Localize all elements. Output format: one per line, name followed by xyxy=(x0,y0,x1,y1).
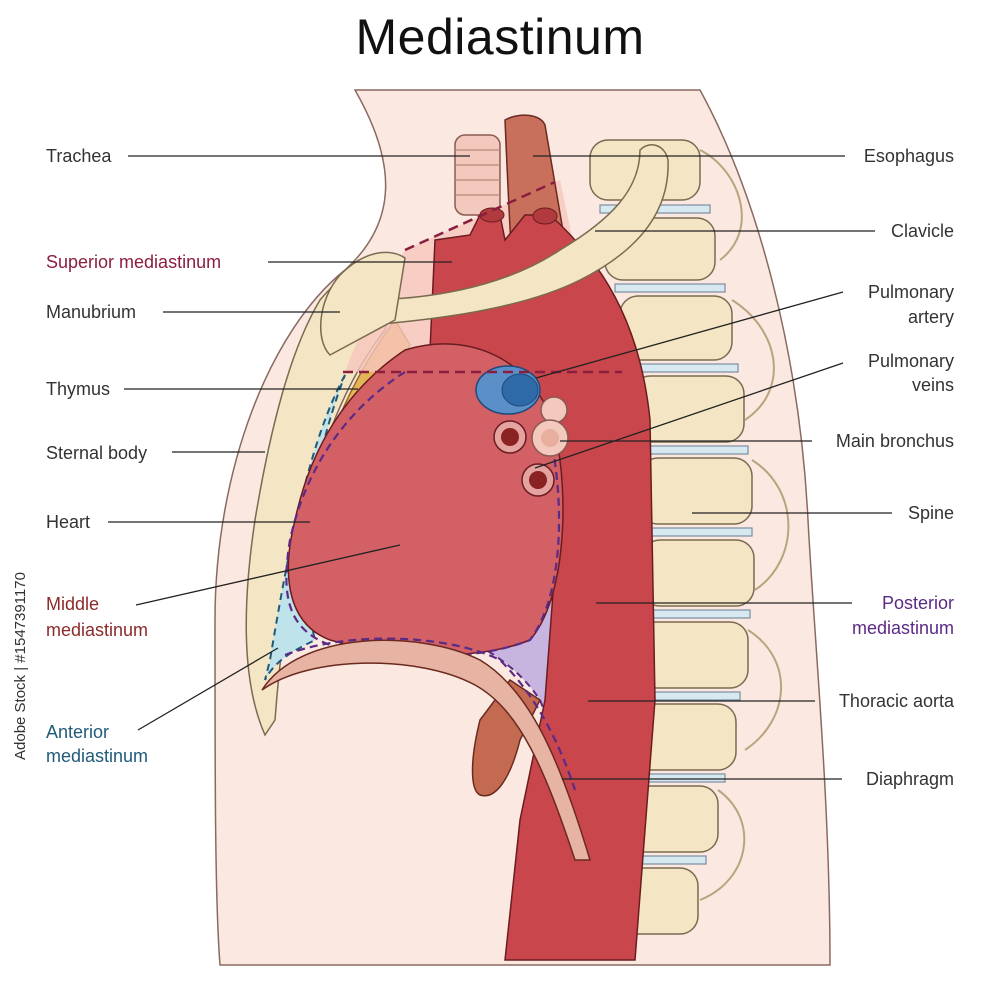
label-diaphragm: Diaphragm xyxy=(866,769,954,789)
leader-lines xyxy=(108,155,892,780)
label-esophagus: Esophagus xyxy=(864,146,954,166)
label-trachea: Trachea xyxy=(46,146,112,166)
label-posterior-mediastinum-line2: mediastinum xyxy=(852,618,954,638)
pulmonary-veins xyxy=(493,420,555,497)
superior-boundary-line xyxy=(404,180,556,252)
label-thoracic-aorta: Thoracic aorta xyxy=(839,691,955,711)
label-anterior-mediastinum-line2: mediastinum xyxy=(46,746,148,766)
diaphragm xyxy=(261,639,592,861)
label-pulmonary-veins-line2: veins xyxy=(912,375,954,395)
label-anterior-mediastinum-line1: Anterior xyxy=(46,722,109,742)
label-middle-mediastinum-line2: mediastinum xyxy=(46,620,148,640)
page-title: Mediastinum xyxy=(355,9,645,65)
label-spine: Spine xyxy=(908,503,954,523)
trachea xyxy=(454,134,501,216)
label-manubrium: Manubrium xyxy=(46,302,136,322)
label-middle-mediastinum-line1: Middle xyxy=(46,594,99,614)
label-superior-mediastinum: Superior mediastinum xyxy=(46,252,221,272)
label-heart: Heart xyxy=(46,512,90,532)
label-pulmonary-veins-line1: Pulmonary xyxy=(868,351,954,371)
label-pulmonary-artery-line2: artery xyxy=(908,307,954,327)
stock-credit: Adobe Stock | #1547391170 xyxy=(12,572,29,760)
main-bronchus xyxy=(531,396,569,457)
label-sternal-body: Sternal body xyxy=(46,443,147,463)
label-posterior-mediastinum-line1: Posterior xyxy=(882,593,954,613)
label-thymus: Thymus xyxy=(46,379,110,399)
label-pulmonary-artery-line1: Pulmonary xyxy=(868,282,954,302)
label-clavicle: Clavicle xyxy=(891,221,954,241)
manubrium xyxy=(319,251,406,356)
label-main-bronchus: Main bronchus xyxy=(836,431,954,451)
posterior-boundary-line xyxy=(284,637,577,791)
